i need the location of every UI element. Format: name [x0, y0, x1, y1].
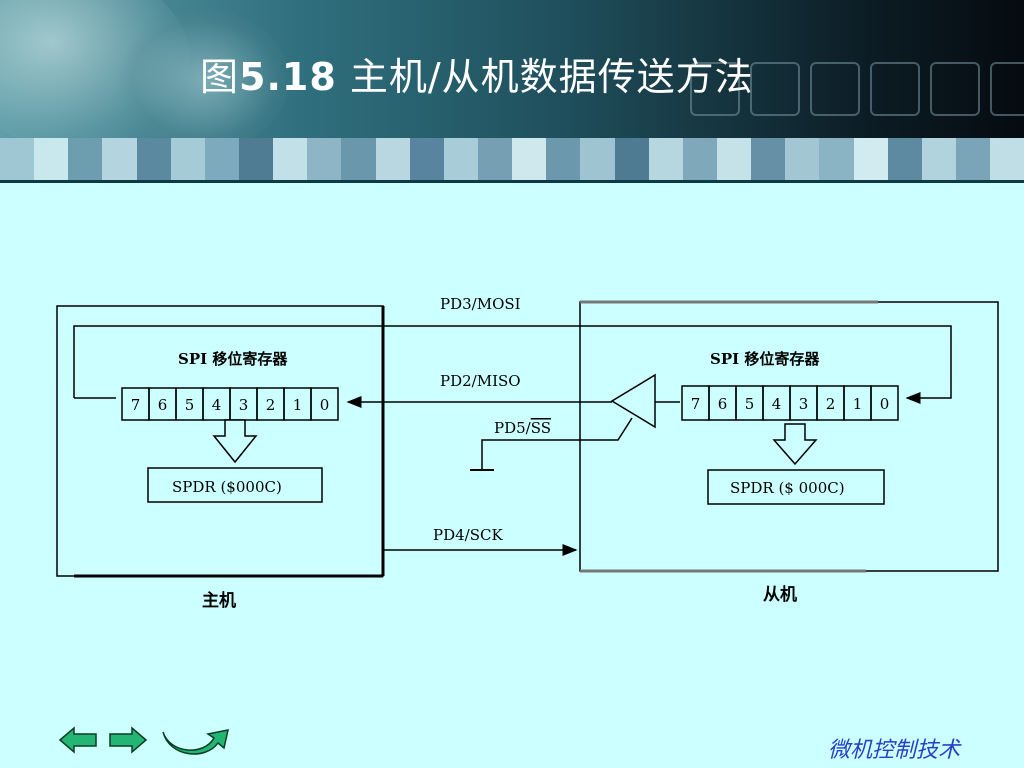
bit-label: 4	[212, 396, 222, 414]
bit-label: 0	[320, 396, 330, 414]
master-box	[56, 305, 385, 578]
bit-label: 5	[745, 395, 755, 413]
header-rule	[0, 180, 1024, 183]
master-down-arrow	[212, 419, 258, 464]
slave-down-arrow	[772, 423, 818, 466]
footer-course-title: 微机控制技术	[827, 738, 960, 763]
ss-line	[470, 417, 633, 471]
bit-label: 4	[772, 395, 782, 413]
slave-caption: 从机	[763, 584, 797, 605]
miso-line	[346, 373, 680, 429]
title-prefix: 图	[200, 55, 240, 99]
decor-glass-left	[0, 0, 190, 138]
forward-arrow-icon[interactable]	[108, 724, 148, 756]
bit-label: 2	[826, 395, 836, 413]
master-spdr-box	[147, 467, 323, 503]
back-arrow-icon[interactable]	[58, 724, 98, 756]
mosi-line	[73, 325, 952, 404]
mosi-label: PD3/MOSI	[440, 295, 521, 313]
bit-label: 7	[691, 395, 701, 413]
bit-label: 6	[158, 396, 168, 414]
bit-label: 3	[799, 395, 809, 413]
slave-register-label: SPI 移位寄存器	[710, 350, 820, 368]
return-arrow-icon[interactable]	[160, 724, 232, 756]
bit-label: 5	[185, 396, 195, 414]
bit-label: 1	[293, 396, 303, 414]
master-register-label: SPI 移位寄存器	[178, 350, 288, 368]
bit-cell	[870, 385, 899, 421]
decor-color-strip	[0, 138, 1024, 180]
decor-squares	[690, 62, 1024, 116]
slave-spdr-box	[707, 469, 885, 505]
bit-label: 3	[239, 396, 249, 414]
svg-text:PD5/SS: PD5/SS	[494, 419, 551, 437]
bit-label: 0	[880, 395, 890, 413]
slave-box	[579, 300, 999, 573]
master-caption: 主机	[202, 590, 236, 611]
slave-spdr-label: SPDR ($ 000C)	[730, 479, 845, 497]
bit-label: 7	[131, 396, 141, 414]
bit-cell	[310, 387, 339, 421]
master-spdr-label: SPDR ($000C)	[172, 478, 282, 496]
bit-label: 2	[266, 396, 276, 414]
bit-label: 6	[718, 395, 728, 413]
slide-header: 图5.18 主机/从机数据传送方法	[0, 0, 1024, 138]
miso-label: PD2/MISO	[440, 372, 521, 390]
decor-glass-right	[120, 10, 290, 138]
bit-label: 1	[853, 395, 863, 413]
sck-label: PD4/SCK	[433, 526, 503, 544]
title-number: 5.18	[239, 55, 337, 99]
title-text: 主机/从机数据传送方法	[349, 55, 754, 99]
ss-label: PD5/SS	[494, 419, 551, 437]
slide-title: 图5.18 主机/从机数据传送方法	[200, 46, 754, 101]
